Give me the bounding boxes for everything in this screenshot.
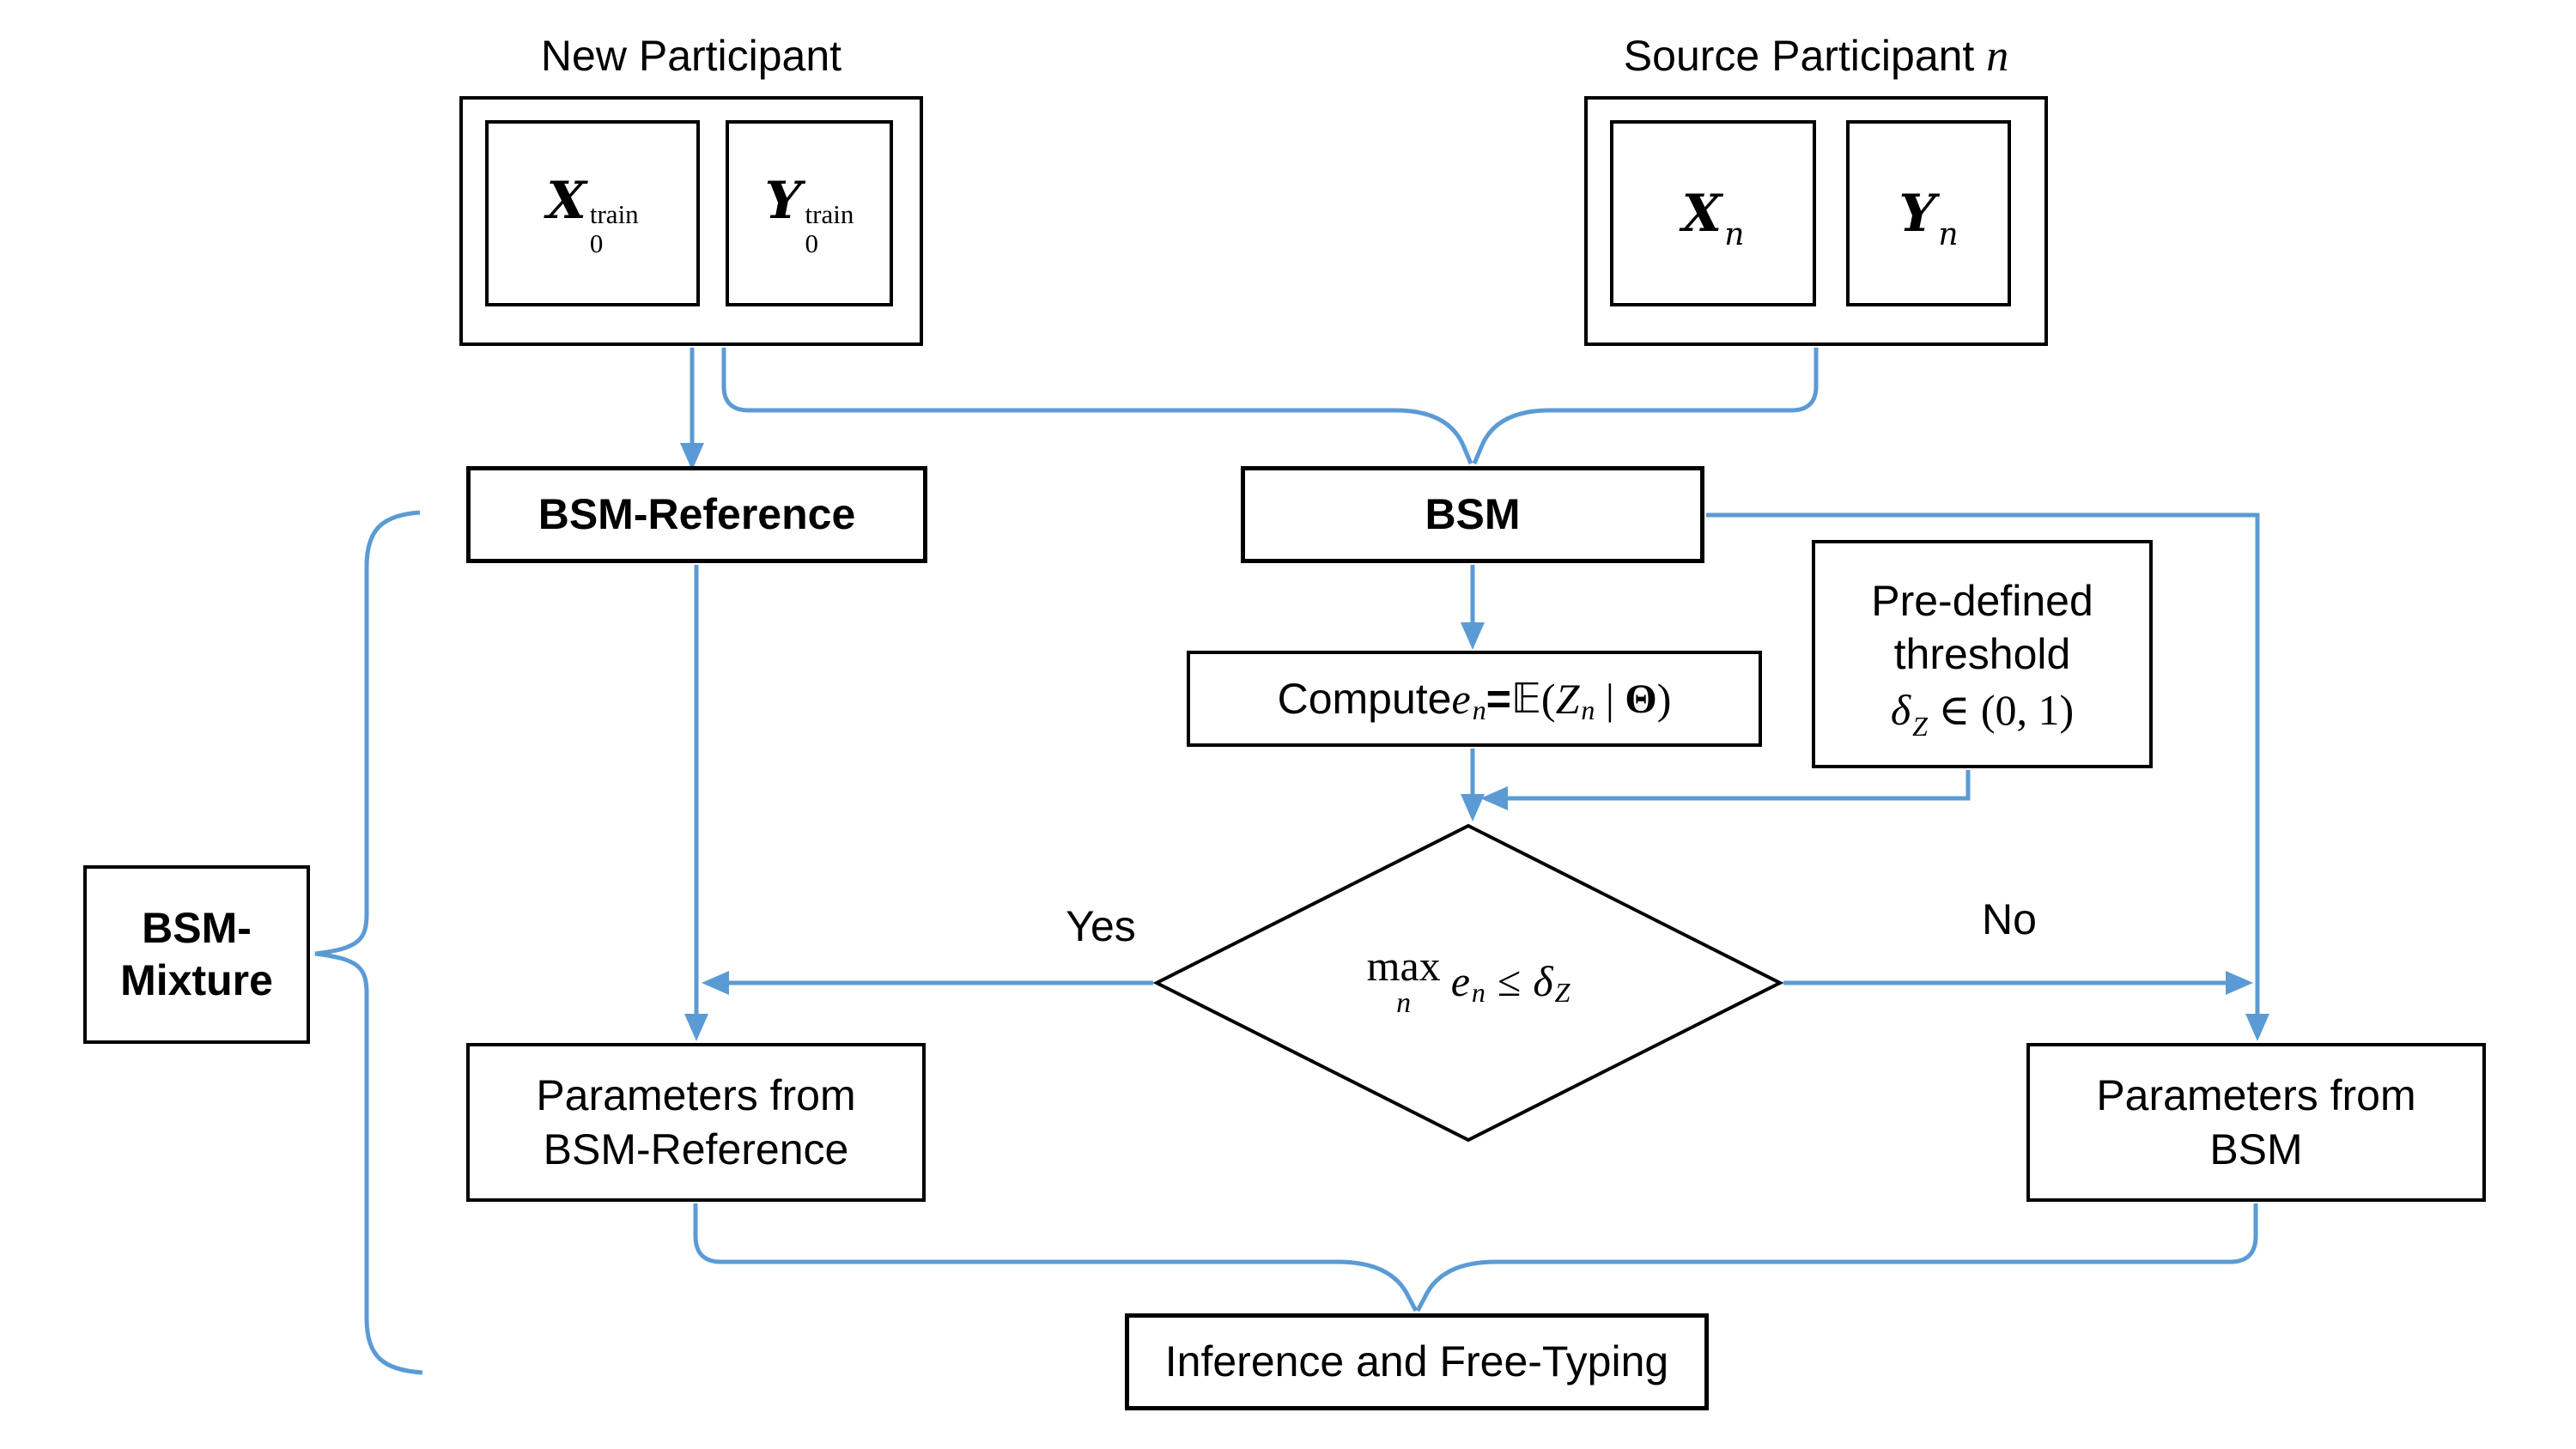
threshold-line1: Pre-defined [1871,576,2093,625]
compute-close-paren: ) [1656,675,1672,723]
connector-source-to-bsm-merge [1472,348,1819,464]
compute-e-sub: n [1472,694,1486,725]
decision-e: e [1450,957,1470,1005]
inference-node: Inference and Free-Typing [1125,1313,1709,1410]
parameters-from-bsmref-node: Parameters from BSM-Reference [466,1043,926,1202]
connector-new-to-bsm-merge [721,348,1473,464]
compute-bar: | [1595,675,1625,723]
paramref-line2: BSM-Reference [543,1125,849,1173]
threshold-node: Pre-defined threshold δZ ∈ (0, 1) [1812,540,2153,768]
bsm-mixture-brace [314,510,423,1375]
arrowhead-into-paramref [684,1014,708,1041]
connector-bsm-right-down [1706,512,2260,1027]
source-title-text: Source Participant [1623,32,1987,80]
bsm-reference-node: BSM-Reference [466,466,927,563]
bsm-reference-label: BSM-Reference [538,490,856,538]
parambsm-line1: Parameters from [2096,1071,2416,1119]
yn-label: Yn [1899,183,1959,252]
decision-leq: ≤ [1497,957,1522,1005]
expectation-symbol: 𝔼 [1510,675,1541,723]
arrowhead-threshold-left [1480,786,1508,810]
compute-open-paren: ( [1540,675,1556,723]
decision-delta-sub: Z [1554,976,1571,1008]
threshold-formula: δZ ∈ (0, 1) [1890,685,2075,742]
source-participant-outer-box [1584,96,2048,346]
arrowhead-into-parambsm [2245,1014,2269,1041]
parameters-from-bsm-node: Parameters from BSM [2026,1043,2486,1202]
connector-paramref-to-inference [693,1203,1419,1313]
arrowhead-into-bsmref [680,443,704,470]
arrowhead-into-decision [1461,794,1485,822]
decision-e-sub: n [1471,976,1485,1008]
compute-e: e [1451,675,1471,723]
arrowhead-into-compute [1461,622,1485,650]
parambsm-line2: BSM [2209,1125,2303,1173]
arrowhead-yes-left [702,971,729,995]
connector-threshold-join [1495,770,1971,801]
no-label: No [1982,895,2037,943]
paramref-line1: Parameters from [536,1071,856,1119]
compute-z: Z [1555,675,1580,723]
threshold-line2: threshold [1893,630,2071,678]
arrowhead-no-right [2226,971,2253,995]
decision-diamond [1152,823,1784,1143]
compute-z-sub: n [1581,694,1595,725]
new-participant-title: New Participant [540,32,842,80]
yes-label: Yes [1066,902,1136,950]
bsm-node: BSM [1241,466,1704,563]
bsm-label: BSM [1425,490,1521,538]
inference-label: Inference and Free-Typing [1164,1337,1669,1386]
compute-prefix: Compute [1277,674,1452,723]
decision-delta: δ [1533,957,1553,1005]
source-y-box: Yn [1846,120,2011,306]
source-x-box: Xn [1610,120,1816,306]
compute-equals: = [1485,674,1511,723]
bsm-mixture-node: BSM- Mixture [83,865,310,1044]
source-title-n-var: n [1986,32,2009,81]
compute-theta: Θ [1625,676,1657,722]
new-participant-outer-box [459,96,923,346]
connector-parambsm-to-inference [1415,1203,2258,1313]
mixture-line1: BSM- [142,904,252,952]
xn-label: Xn [1681,183,1745,252]
mixture-line2: Mixture [120,956,273,1004]
max-operator: max n [1366,942,1441,1019]
source-participant-title: Source Participant n [1584,31,2048,82]
